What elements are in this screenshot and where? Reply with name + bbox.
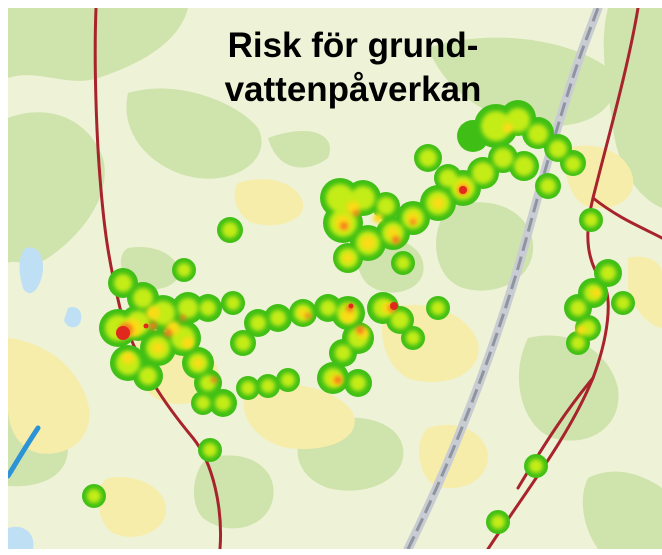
map-frame: Risk för grund- vattenpåverkan xyxy=(8,8,662,549)
railway-line xyxy=(403,8,603,549)
risk-heatmap xyxy=(82,100,635,534)
edge-accent-line xyxy=(8,425,41,479)
risk-layer-very-high xyxy=(116,186,467,340)
map-title-line1: Risk för grund- xyxy=(227,26,479,65)
risk-map xyxy=(8,8,662,549)
risk-layer-moderate xyxy=(87,108,630,529)
map-title-line2: vattenpåverkan xyxy=(224,70,482,109)
map-title: Risk för grund- vattenpåverkan xyxy=(158,24,548,112)
road-east-branch xyxy=(591,196,662,240)
water-areas xyxy=(8,247,82,549)
